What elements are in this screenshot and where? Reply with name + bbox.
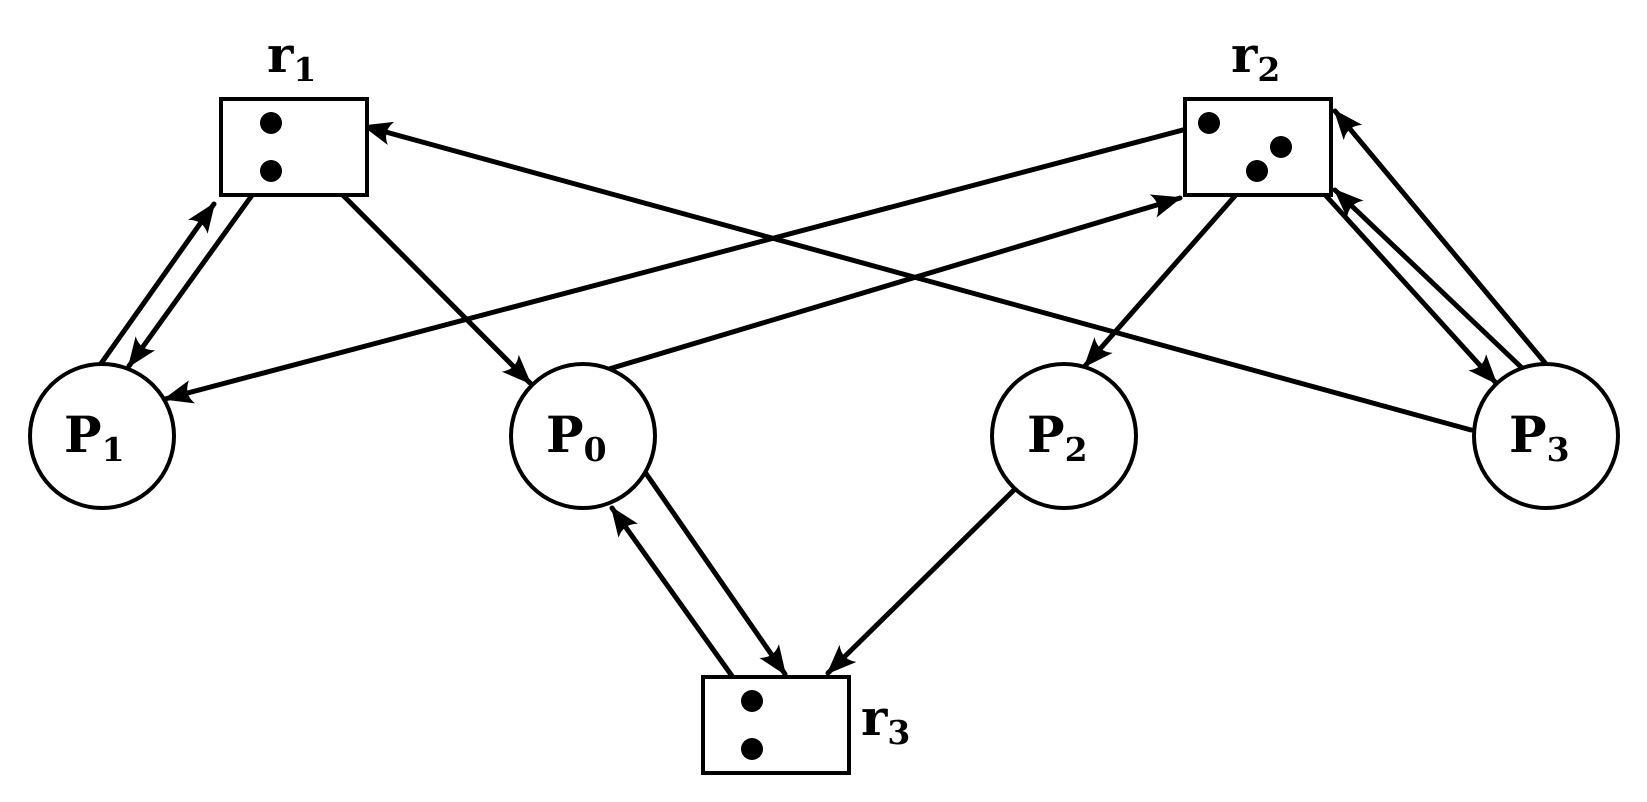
resource-r2: r2 [1183, 25, 1333, 197]
edges-layer [97, 108, 1549, 693]
resource-r1-instance-1 [260, 112, 282, 134]
edge-r2-to-p1-arrow [162, 123, 1201, 404]
process-p3-label: P3 [1509, 405, 1570, 469]
resource-r2-label: r2 [1231, 25, 1280, 89]
edge-p0-to-r2-arrow [606, 194, 1183, 372]
process-p2-circle [990, 362, 1138, 510]
edge-p3-to-r2-arrow [1332, 187, 1524, 370]
process-p1: P1 [28, 362, 176, 510]
resource-r1-box [219, 97, 369, 197]
edge-r2-to-p2-arrow [1082, 177, 1252, 369]
edge-r3-to-p0-arrow [609, 505, 745, 693]
resource-r1-label: r1 [267, 25, 316, 89]
resource-r3: r3 [701, 675, 910, 775]
process-p0-circle [509, 362, 657, 510]
resource-r1: r1 [219, 25, 369, 197]
process-p0: P0 [509, 362, 657, 510]
edge-r1-to-p1-arrow [126, 177, 266, 369]
resource-r3-instance-1 [741, 690, 763, 712]
process-p1-circle [28, 362, 176, 510]
process-p1-label: P1 [64, 405, 125, 469]
edge-p1-to-r1-arrow [97, 201, 217, 368]
process-p3: P3 [1472, 362, 1620, 510]
resource-r3-box [701, 675, 851, 775]
process-p3-circle [1472, 362, 1620, 510]
edge-p3-to-r2-arrow [1332, 108, 1549, 367]
resource-r1-instance-2 [260, 160, 282, 182]
resource-r3-label: r3 [861, 688, 910, 752]
process-p2-label: P2 [1027, 405, 1088, 469]
resource-r2-instance-1 [1198, 112, 1220, 134]
resource-r2-instance-2 [1270, 136, 1292, 158]
edge-p0-to-r3-arrow [642, 469, 788, 677]
resource-r3-instance-2 [741, 738, 763, 760]
process-p2: P2 [990, 362, 1138, 510]
edge-p2-to-r3-arrow [825, 486, 1018, 676]
process-p0-label: P0 [546, 405, 607, 469]
resource-r2-instance-3 [1246, 160, 1268, 182]
